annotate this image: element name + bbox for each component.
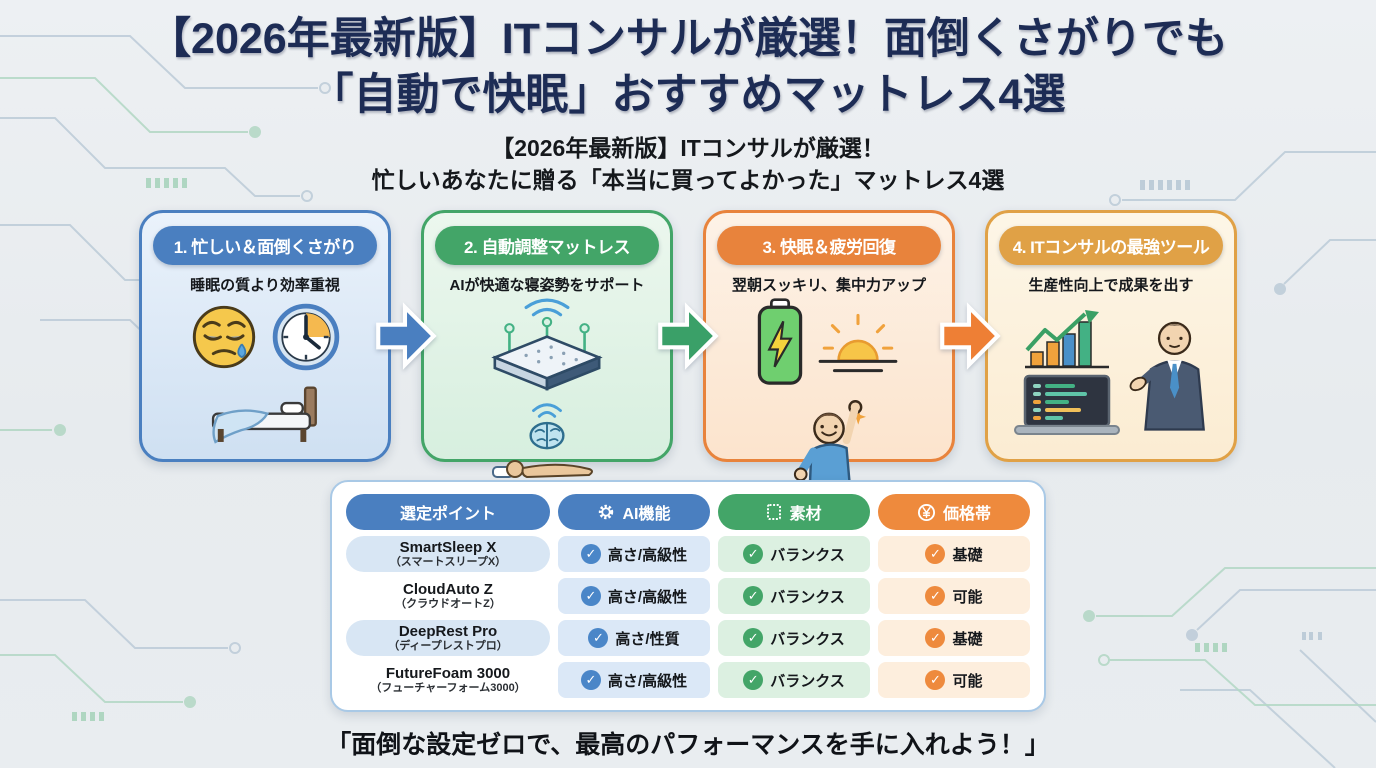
check-icon: ✓ [743, 628, 764, 649]
step-card-3: 3. 快眠＆疲労回復 翌朝スッキリ、集中力アップ [703, 210, 955, 499]
table-header-price-range: 価格帯 [878, 494, 1030, 531]
gear-icon [599, 504, 614, 520]
table-row-product-smartsleep-x: SmartSleep X （スマートスリープX） [346, 536, 550, 573]
step-card-2: 2. 自動調整マットレス AIが快適な寝姿勢をサポート [421, 210, 673, 498]
step-4-description: 生産性向上で成果を出す [1028, 277, 1194, 295]
step-card-1: 1. 忙しい＆面倒くさがり 睡眠の質より効率重視 [139, 210, 391, 463]
step-1-title: 1. 忙しい＆面倒くさがり [153, 226, 377, 266]
arrow-2-icon [658, 302, 719, 370]
step-2-description: AIが快適な寝姿勢をサポート [449, 277, 645, 295]
cell-value: バランクス [770, 672, 845, 690]
comparison-table: 選定ポイント AI機能 素材 価格帯 SmartSleep X （スマート [330, 480, 1046, 713]
yen-icon [917, 503, 936, 521]
product-reading: （クラウドオートZ） [395, 598, 501, 611]
product-name: SmartSleep X [399, 538, 497, 556]
step-2-illustration [424, 295, 670, 507]
sad-tired-face-icon [192, 305, 256, 369]
table-row-product-cloudauto-z: CloudAuto Z （クラウドオートZ） [346, 578, 550, 614]
consultant-icon [1129, 321, 1205, 431]
fabric-icon [767, 504, 782, 521]
page-title-line1: 【2026年最新版】ITコンサルが厳選！面倒くさがりでも [148, 15, 1228, 63]
check-icon: ✓ [925, 586, 946, 607]
product-name: FutureFoam 3000 [385, 664, 511, 682]
step-4-title: 4. ITコンサルの最強ツール [999, 226, 1223, 266]
table-header-material: 素材 [718, 494, 870, 531]
check-icon: ✓ [743, 670, 764, 691]
arrow-3-icon [940, 302, 1001, 370]
cell-price: ✓ 基礎 [878, 620, 1030, 657]
page-subtitle-line2: 忙しいあなたに贈る「本当に買ってよかった」マットレス4選 [371, 166, 1005, 193]
arrow-1-icon [376, 302, 437, 370]
cell-price: ✓ 可能 [878, 662, 1030, 699]
cell-ai-function: ✓ 高さ/性質 [558, 620, 710, 657]
header-label: 価格帯 [942, 506, 991, 524]
clock-icon [272, 303, 340, 371]
table-row-product-deeprest-pro: DeepRest Pro （ディープレストプロ） [346, 620, 550, 657]
check-icon: ✓ [588, 628, 609, 649]
check-icon: ✓ [580, 670, 601, 691]
header-label: AI機能 [622, 506, 671, 524]
page-title: 【2026年最新版】ITコンサルが厳選！面倒くさがりでも 「自動で快眠」おすすめ… [148, 12, 1228, 124]
smart-mattress-wifi-icon [491, 298, 603, 391]
check-icon: ✓ [925, 544, 946, 565]
cell-ai-function: ✓ 高さ/高級性 [558, 536, 710, 573]
table-header-ai-function: AI機能 [558, 494, 710, 531]
footer-quote: 「面倒な設定ゼロで、最高のパフォーマンスを手に入れよう！」 [326, 731, 1050, 760]
cell-ai-function: ✓ 高さ/高級性 [558, 662, 710, 699]
table-header-selection-point: 選定ポイント [346, 494, 550, 531]
check-icon: ✓ [925, 628, 946, 649]
sunrise-icon [818, 314, 898, 373]
product-reading: （スマートスリープX） [389, 556, 507, 569]
page-subtitle: 【2026年最新版】ITコンサルが厳選！ 忙しいあなたに贈る「本当に買ってよかっ… [372, 132, 1005, 196]
cell-value: バランクス [770, 546, 845, 564]
cell-value: 基礎 [952, 546, 983, 564]
step-3-description: 翌朝スッキリ、集中力アップ [731, 277, 927, 295]
header-label: 素材 [789, 506, 822, 524]
cell-value: 可能 [952, 588, 983, 606]
cell-value: 基礎 [952, 630, 983, 648]
step-1-description: 睡眠の質より効率重視 [190, 277, 340, 295]
cell-value: 高さ/高級性 [607, 672, 688, 690]
check-icon: ✓ [743, 544, 764, 565]
steps-row: 1. 忙しい＆面倒くさがり 睡眠の質より効率重視 [139, 210, 1237, 499]
cell-value: バランクス [770, 630, 845, 648]
charged-battery-icon [757, 298, 803, 385]
check-icon: ✓ [580, 544, 601, 565]
cell-value: 可能 [952, 672, 983, 690]
header-label: 選定ポイント [399, 506, 496, 524]
product-reading: （フューチャーフォーム3000） [370, 682, 526, 695]
table-row-product-futurefoam-3000: FutureFoam 3000 （フューチャーフォーム3000） [346, 662, 550, 698]
brain-wifi-icon [529, 403, 565, 450]
messy-bed-icon [211, 386, 317, 444]
check-icon: ✓ [580, 586, 601, 607]
cell-value: 高さ/性質 [615, 630, 680, 648]
growth-chart-icon [1025, 310, 1109, 369]
cell-price: ✓ 基礎 [878, 536, 1030, 573]
cell-material: ✓ バランクス [718, 536, 870, 573]
step-3-title: 3. 快眠＆疲労回復 [717, 226, 941, 266]
cell-material: ✓ バランクス [718, 578, 870, 615]
page-subtitle-line1: 【2026年最新版】ITコンサルが厳選！ [491, 134, 885, 161]
laptop-code-icon [1014, 374, 1120, 436]
cell-value: バランクス [770, 588, 845, 606]
product-reading: （ディープレストプロ） [388, 640, 508, 653]
cell-ai-function: ✓ 高さ/高級性 [558, 578, 710, 615]
check-icon: ✓ [743, 586, 764, 607]
cell-value: 高さ/高級性 [607, 588, 688, 606]
cell-value: 高さ/高級性 [607, 546, 688, 564]
product-name: DeepRest Pro [398, 622, 498, 640]
cell-material: ✓ バランクス [718, 620, 870, 657]
cell-price: ✓ 可能 [878, 578, 1030, 615]
step-1-illustration [142, 295, 388, 459]
step-2-title: 2. 自動調整マットレス [435, 226, 659, 266]
check-icon: ✓ [925, 670, 946, 691]
step-4-illustration [988, 295, 1234, 459]
page-title-line2: 「自動で快眠」おすすめマットレス4選 [310, 70, 1066, 119]
step-card-4: 4. ITコンサルの最強ツール 生産性向上で成果を出す [985, 210, 1237, 463]
cell-material: ✓ バランクス [718, 662, 870, 699]
product-name: CloudAuto Z [403, 580, 493, 598]
